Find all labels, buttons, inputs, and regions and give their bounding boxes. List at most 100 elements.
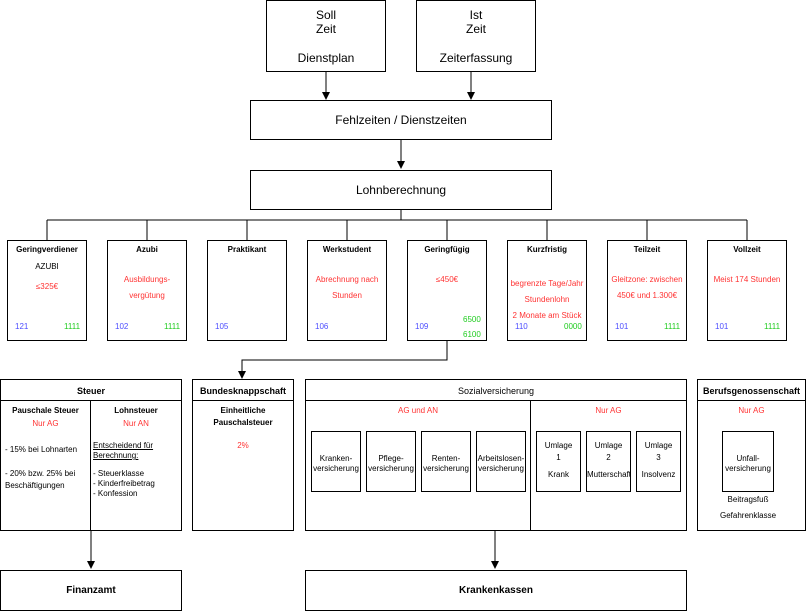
umlage3-l1: Umlage bbox=[644, 441, 673, 450]
renten-l1: Renten- bbox=[431, 454, 461, 463]
krankenversicherung-box: Kranken- versicherung bbox=[311, 431, 361, 492]
category-code-green: 0000 bbox=[564, 322, 582, 331]
category-code: 109 bbox=[415, 322, 429, 331]
arbeit-l2: versicherung bbox=[478, 464, 524, 473]
category-code-green-2: 6100 bbox=[463, 330, 481, 339]
soll-label: Soll bbox=[315, 8, 336, 22]
umlage2-l2: 2 bbox=[606, 453, 611, 462]
category-code: 102 bbox=[115, 322, 129, 331]
bundesknapp-l1: Einheitliche bbox=[220, 406, 266, 415]
soll-zeit-label: Zeit bbox=[315, 22, 336, 36]
bundesknappschaft-box: Bundesknappschaft Einheitliche Pauschals… bbox=[192, 379, 294, 531]
lohnberechnung-label: Lohnberechnung bbox=[355, 183, 447, 197]
arbeit-l1: Arbeitslosen- bbox=[477, 454, 525, 463]
fehlzeiten-label: Fehlzeiten / Dienstzeiten bbox=[335, 113, 467, 127]
berufsgenossenschaft-box: Berufsgenossenschaft Nur AG Unfall- vers… bbox=[697, 379, 806, 531]
pflege-l2: versicherung bbox=[368, 464, 414, 473]
category-desc2: Stundenlohn bbox=[524, 295, 570, 304]
lohnsteuer-title: Lohnsteuer bbox=[114, 406, 158, 415]
ag-und-an-label: AG und AN bbox=[397, 406, 439, 415]
finanzamt-label: Finanzamt bbox=[66, 585, 116, 596]
krankenkassen-box: Krankenkassen bbox=[305, 570, 687, 611]
pflegeversicherung-box: Pflege- versicherung bbox=[366, 431, 416, 492]
category-code-green: 1111 bbox=[64, 322, 81, 331]
soll-zeit-box: Soll Zeit Dienstplan bbox=[266, 0, 386, 72]
umlage-2-box: Umlage 2 Mutterschaft bbox=[586, 431, 631, 492]
umlage2-l1: Umlage bbox=[594, 441, 623, 450]
finanzamt-box: Finanzamt bbox=[0, 570, 182, 611]
umlage3-l3: Insolvenz bbox=[641, 470, 676, 479]
pauschale-steuer-title: Pauschale Steuer bbox=[12, 406, 79, 415]
nur-ag-label: Nur AG bbox=[595, 406, 622, 415]
unfall-l2: versicherung bbox=[725, 464, 771, 473]
category-desc3: 2 Monate am Stück bbox=[512, 311, 582, 320]
kranken-l2: versicherung bbox=[313, 464, 359, 473]
beruf-sub: Nur AG bbox=[738, 406, 765, 415]
sozialversicherung-title: Sozialversicherung bbox=[457, 386, 535, 396]
category-code: 101 bbox=[615, 322, 629, 331]
ist-zeit-box: Ist Zeit Zeiterfassung bbox=[416, 0, 536, 72]
kranken-l1: Kranken- bbox=[319, 454, 353, 463]
umlage1-l1: Umlage bbox=[544, 441, 573, 450]
renten-l2: versicherung bbox=[423, 464, 469, 473]
lohnsteuer-sub: Nur AN bbox=[123, 419, 149, 428]
umlage1-l3: Krank bbox=[548, 470, 569, 479]
pflege-l1: Pflege- bbox=[378, 454, 404, 463]
lohnsteuer-l4: - Kinderfreibetrag bbox=[93, 479, 155, 488]
steuer-title: Steuer bbox=[76, 386, 105, 396]
umlage2-l3: Mutterschaft bbox=[587, 470, 632, 479]
sozialversicherung-box: Sozialversicherung AG und AN Nur AG Kran… bbox=[305, 379, 687, 531]
arbeitslosenversicherung-box: Arbeitslosen- versicherung bbox=[476, 431, 526, 492]
category-title: Kurzfristig bbox=[527, 245, 567, 254]
umlage-3-box: Umlage 3 Insolvenz bbox=[636, 431, 681, 492]
category-code-green: 1111 bbox=[764, 322, 781, 331]
berufsgenossenschaft-title: Berufsgenossenschaft bbox=[702, 386, 801, 396]
arrow-geringfuegig-to-bundesknapp bbox=[238, 341, 448, 379]
ist-zeit-label: Zeit bbox=[465, 22, 486, 36]
ist-label: Ist bbox=[469, 8, 483, 22]
pauschale-l1: - 15% bei Lohnarten bbox=[5, 445, 78, 454]
krankenkassen-label: Krankenkassen bbox=[459, 585, 533, 596]
category-title: Geringverdiener bbox=[16, 245, 78, 254]
lohnsteuer-l5: - Konfession bbox=[93, 489, 138, 498]
bundesknapp-pct: 2% bbox=[237, 441, 249, 450]
unfall-l1: Unfall- bbox=[736, 454, 760, 463]
category-title: Werkstudent bbox=[322, 245, 372, 254]
category-title: Geringfügig bbox=[424, 245, 470, 254]
fehlzeiten-box: Fehlzeiten / Dienstzeiten bbox=[250, 100, 552, 140]
lohnsteuer-l1: Entscheidend für bbox=[93, 441, 154, 450]
pauschale-steuer-sub: Nur AG bbox=[32, 419, 59, 428]
zeiterfassung-label: Zeiterfassung bbox=[439, 51, 513, 65]
category-code-green: 1111 bbox=[664, 322, 681, 331]
unfallversicherung-box: Unfall- versicherung bbox=[722, 431, 774, 492]
category-code: 105 bbox=[215, 322, 229, 331]
beitragsfuss-label: Beitragsfuß bbox=[727, 495, 769, 504]
category-box-4: Geringfügig ≤450€ 109 6500 6100 bbox=[407, 240, 487, 341]
category-desc: Ausbildungs- bbox=[123, 275, 171, 284]
category-code-green: 6500 bbox=[463, 315, 481, 324]
category-code: 101 bbox=[715, 322, 729, 331]
pauschale-l3: Beschäftigungen bbox=[5, 481, 65, 490]
umlage-1-box: Umlage 1 Krank bbox=[536, 431, 581, 492]
category-desc: Meist 174 Stunden bbox=[713, 275, 781, 284]
category-code: 121 bbox=[15, 322, 29, 331]
gefahrenklasse-label: Gefahrenklasse bbox=[719, 511, 777, 520]
pauschale-l2: - 20% bzw. 25% bei bbox=[5, 469, 76, 478]
category-title: Teilzeit bbox=[633, 245, 661, 254]
category-code-green: 1111 bbox=[164, 322, 181, 331]
category-desc: begrenzte Tage/Jahr bbox=[510, 279, 584, 288]
category-desc2: 450€ und 1.300€ bbox=[616, 291, 678, 300]
rentenversicherung-box: Renten- versicherung bbox=[421, 431, 471, 492]
category-desc: Abrechnung nach bbox=[315, 275, 379, 284]
lohnberechnung-box: Lohnberechnung bbox=[250, 170, 552, 210]
category-desc: Gleitzone: zwischen bbox=[611, 275, 683, 284]
category-desc2: vergütung bbox=[129, 291, 165, 300]
steuer-box: Steuer Pauschale Steuer Nur AG - 15% bei… bbox=[0, 379, 182, 531]
category-desc: ≤450€ bbox=[435, 275, 459, 284]
